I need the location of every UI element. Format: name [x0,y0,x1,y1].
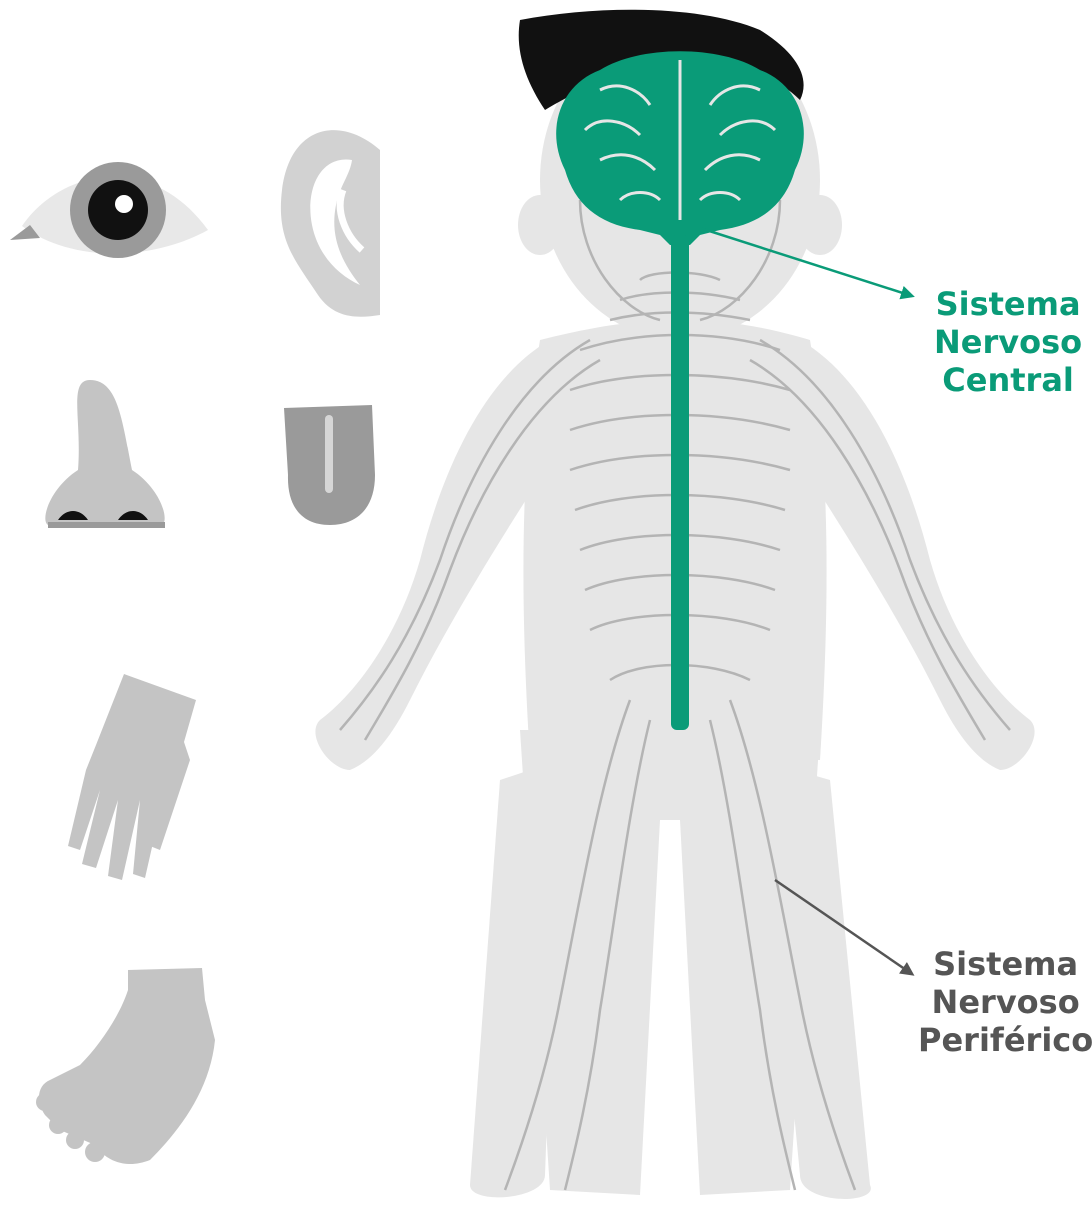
central-label-line-2: Nervoso [934,323,1082,361]
foot-icon [36,968,215,1164]
nose-icon [45,380,165,528]
peripheral-label-line-2: Nervoso [918,983,1092,1021]
hand-icon [68,674,196,880]
eye-icon [10,162,208,258]
ear-icon [281,130,380,317]
central-label-line-3: Central [934,361,1082,399]
central-nervous-system-label: Sistema Nervoso Central [934,285,1082,399]
central-label-line-1: Sistema [934,285,1082,323]
peripheral-label-line-3: Periférico [918,1021,1092,1059]
peripheral-nervous-system-label: Sistema Nervoso Periférico [918,945,1092,1059]
peripheral-label-line-1: Sistema [918,945,1092,983]
tongue-icon [284,405,375,525]
spinal-cord [671,235,689,730]
